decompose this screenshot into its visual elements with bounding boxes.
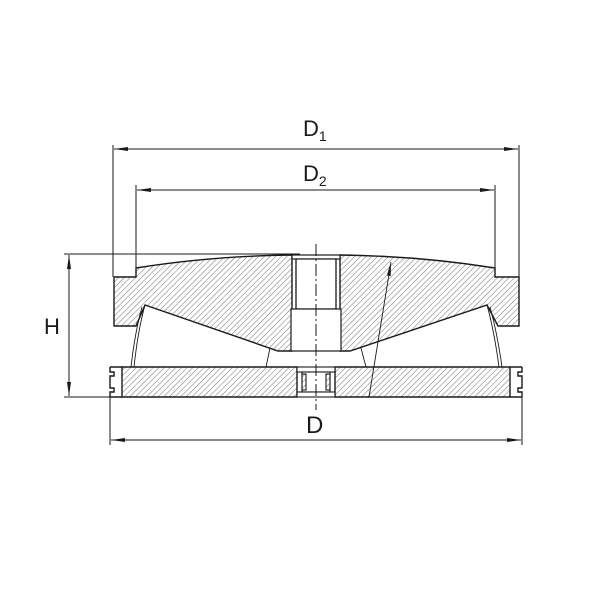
d1-label: D1 — [303, 116, 327, 144]
base-plate-right — [334, 366, 511, 398]
angled-leader — [368, 261, 392, 398]
d-label: D — [306, 412, 323, 439]
upper-body-left — [113, 254, 293, 352]
h-label: H — [44, 314, 60, 339]
extension-lines — [64, 145, 523, 445]
upper-body-section — [113, 254, 520, 352]
dimension-lines — [67, 147, 521, 442]
elastomer-walls — [130, 304, 503, 368]
d2-label: D2 — [303, 161, 327, 189]
base-plate-section — [109, 366, 523, 398]
base-plate-left — [121, 366, 298, 398]
upper-body-right — [339, 254, 520, 352]
